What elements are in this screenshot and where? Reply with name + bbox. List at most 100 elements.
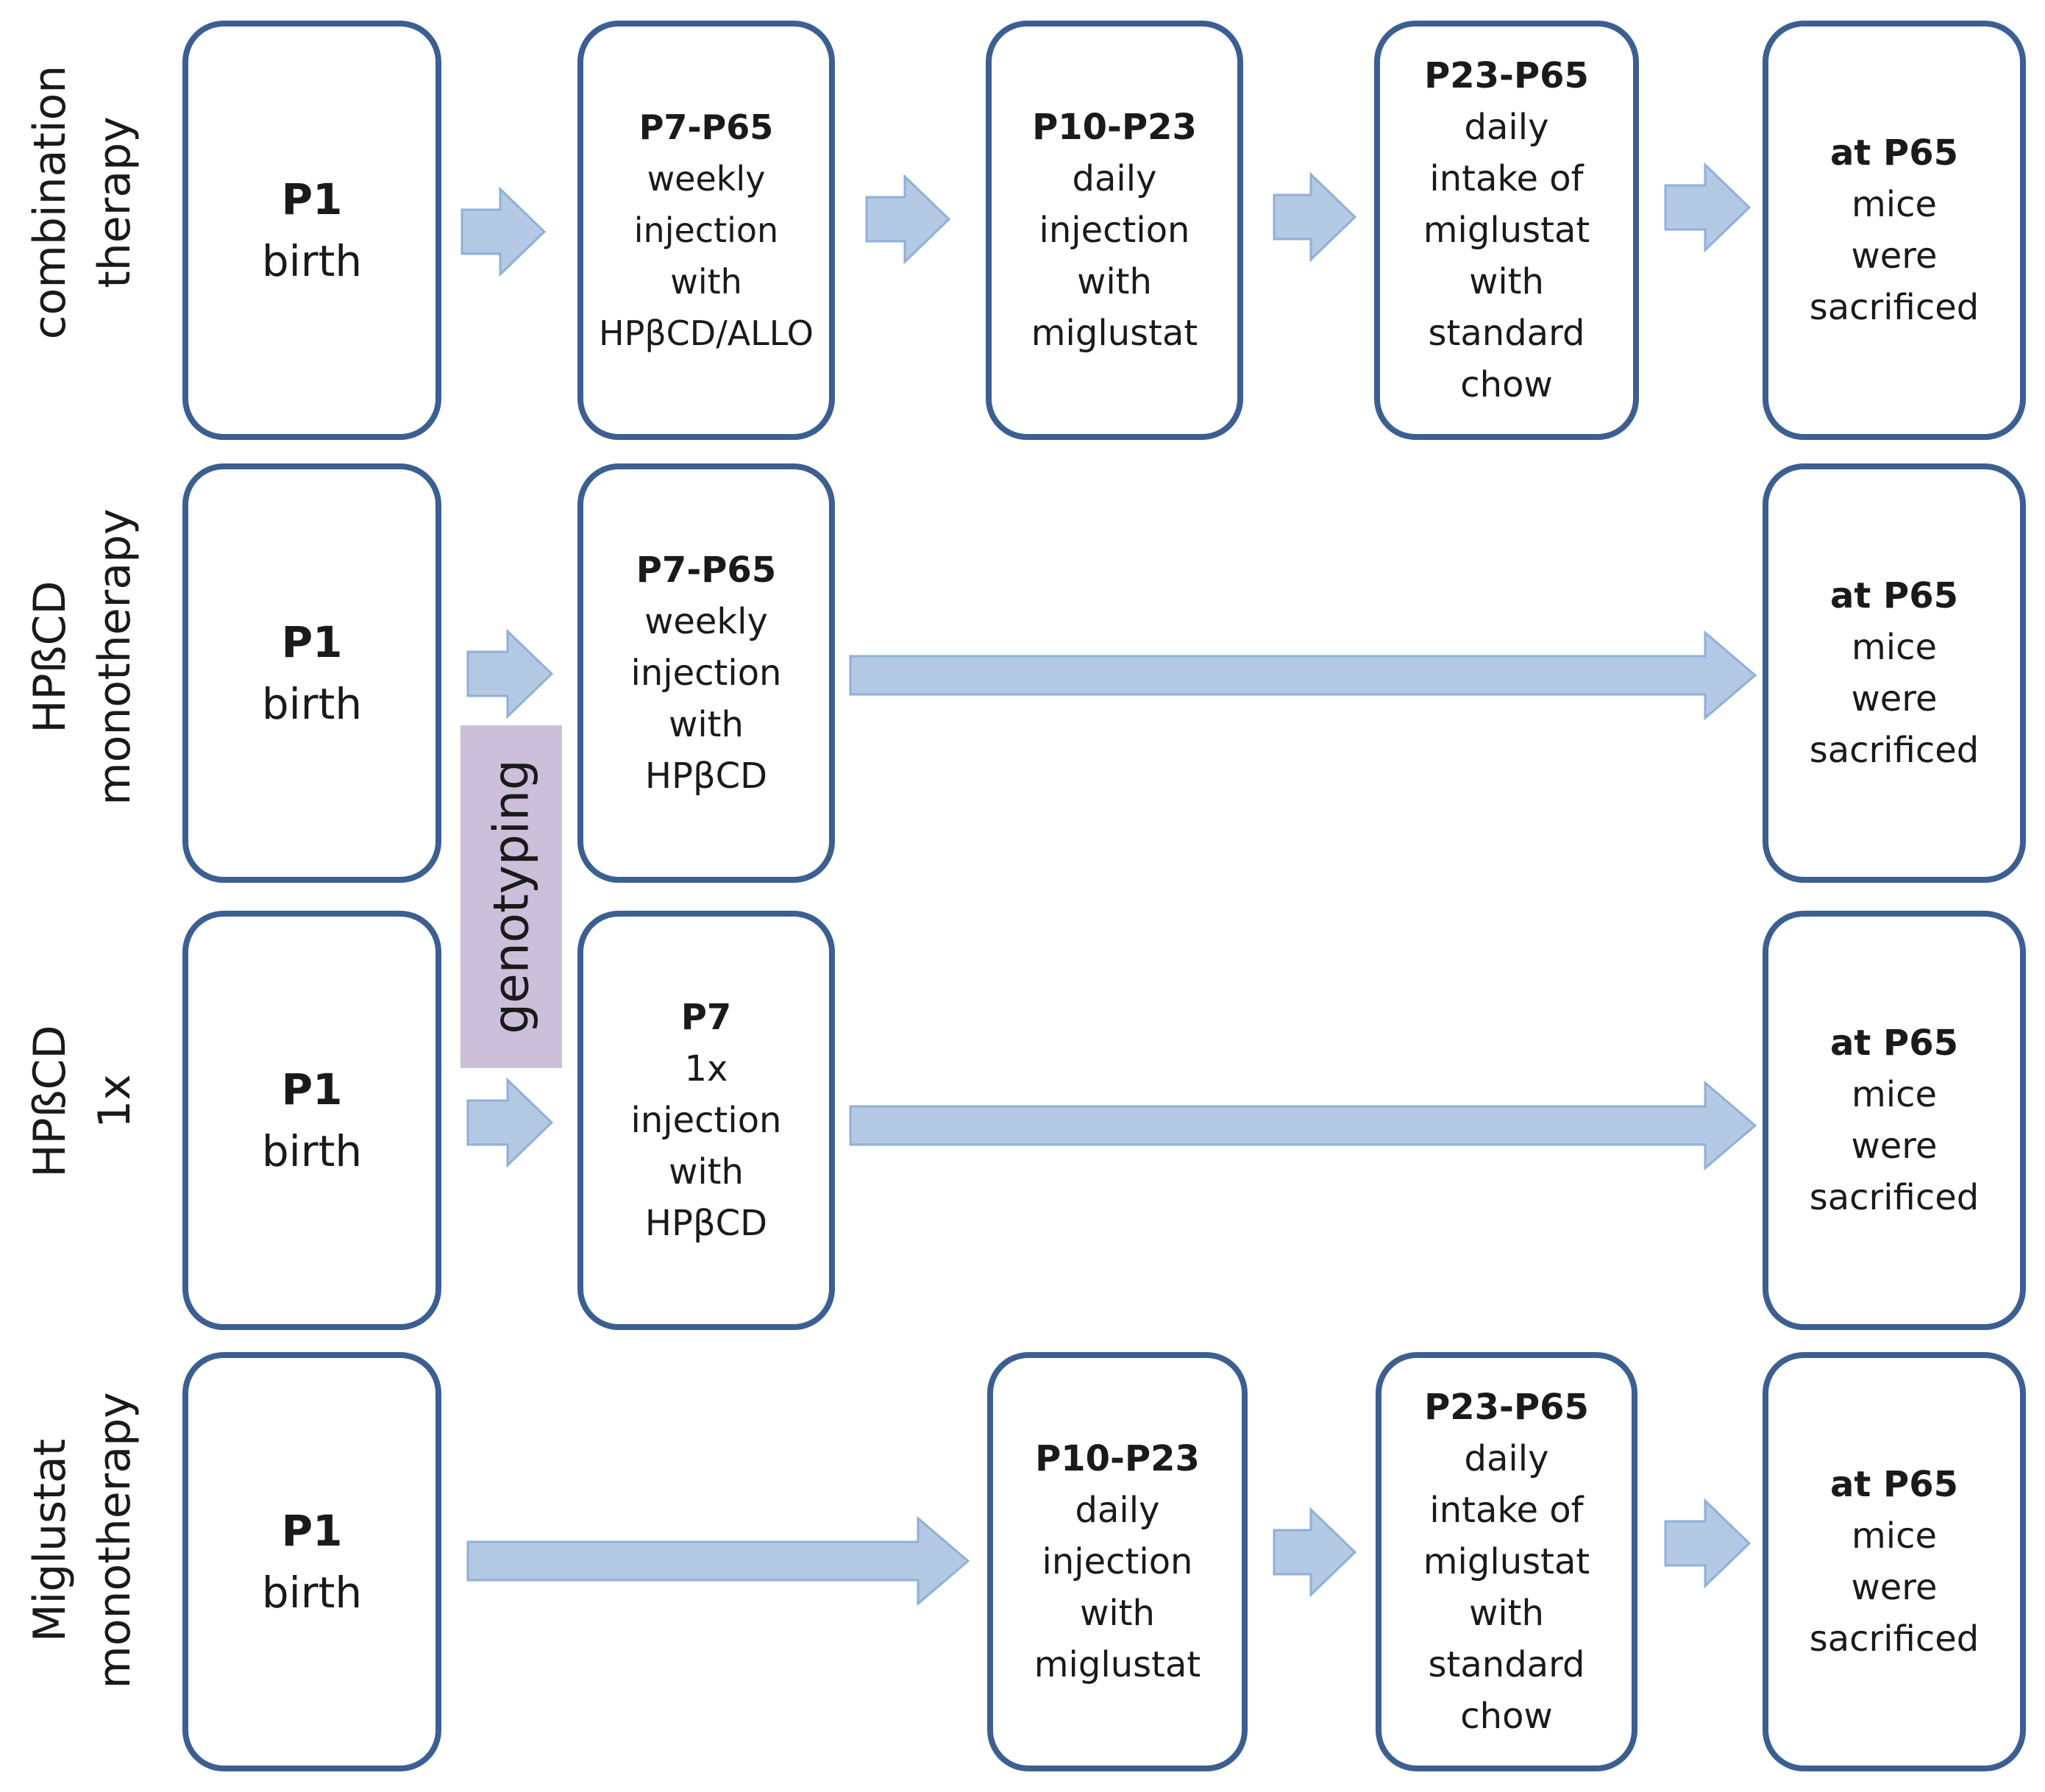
step-description-line: with [669,1151,744,1192]
arrow-shape [1664,1498,1751,1589]
step-period: P1 [281,1506,343,1556]
step-description-line: birth [261,1568,363,1618]
step-description-line: daily [1072,158,1157,199]
arrow-shape [849,1080,1757,1171]
step-description-line: miglustat [1423,210,1590,251]
arrow-shape [865,174,951,265]
step-description-line: with [1469,1593,1544,1634]
arrow-shape [460,186,547,277]
arrow-birth-to-weekly [460,186,547,277]
step-description-line: with [1469,261,1544,302]
arrow-intake-to-sacrifice-miglustat [1664,1498,1751,1589]
step-description-line: injection [633,210,779,250]
arrow-weekly-hpbcd-to-sacrifice [849,630,1757,721]
arrow-shape [1273,171,1357,263]
step-period: P7 [680,997,732,1038]
step-description-line: injection [630,653,782,694]
step-description-line: with [1077,261,1152,302]
step-period: P1 [281,1064,343,1114]
step-description-line: HPβCD/ALLO [598,313,814,353]
step-description-line: daily [1464,1438,1549,1479]
row-label-line: HPßCD [24,1025,76,1178]
arrow-single-injection-to-sacrifice [849,1080,1757,1171]
step-description-line: 1x [684,1048,728,1089]
step-description-line: intake of [1429,158,1584,199]
step-box-at-p65: at P65 mice were sacrificed [1763,911,2026,1330]
step-description-line: mice [1851,627,1937,668]
row-label-line: Miglustat [24,1438,76,1643]
step-period: P7-P65 [639,107,774,147]
step-box-at-p65: at P65 mice were sacrificed [1763,463,2026,883]
arrow-shape [849,630,1757,721]
step-period: P23-P65 [1424,1387,1589,1428]
row-label-line: monotherapy [89,1392,141,1689]
step-description-line: HPβCD [644,1203,768,1244]
arrow-birth-to-single-injection [466,1077,554,1168]
step-box-at-p65: at P65 mice were sacrificed [1763,21,2026,440]
step-box-at-p65: at P65 mice were sacrificed [1763,1352,2026,1771]
step-description-line: weekly [644,601,768,642]
arrow-intake-to-sacrifice [1664,162,1751,253]
step-description-line: mice [1851,184,1937,225]
step-description-line: were [1851,235,1938,277]
step-description-line: sacrificed [1809,287,1980,328]
step-description-line: sacrificed [1809,1177,1980,1218]
arrow-birth-to-weekly-hpbcd [466,628,554,719]
arrow-daily-injection-to-intake [1273,171,1357,263]
arrow-daily-injection-to-intake-miglustat [1273,1507,1357,1598]
step-description-line: birth [261,679,363,729]
step-description-line: were [1851,1126,1938,1167]
step-description-line: intake of [1429,1490,1584,1531]
step-period: P23-P65 [1424,55,1589,96]
step-description-line: mice [1851,1074,1937,1115]
step-description-line: with [670,262,742,302]
step-description-line: sacrificed [1809,1618,1980,1660]
row-label-line: therapy [89,116,141,288]
step-period: at P65 [1829,132,1959,174]
row-label-line: HPßCD [24,580,76,733]
step-period: at P65 [1829,1023,1959,1064]
step-description-line: miglustat [1423,1541,1590,1582]
step-period: P7-P65 [636,550,777,591]
genotyping-band: genotyping [460,725,562,1068]
row-label-line: combination [24,65,76,340]
step-description-line: were [1851,1567,1938,1608]
step-description-line: weekly [647,159,766,199]
step-description-line: injection [630,1100,782,1141]
step-description-line: daily [1075,1490,1160,1531]
step-description-line: standard [1428,313,1585,354]
step-description-line: miglustat [1034,1644,1201,1685]
step-box-p23-p65: P23-P65 daily intake of miglustat with standa… [1374,21,1639,440]
step-description-line: with [1080,1593,1155,1634]
step-description-line: sacrificed [1809,730,1980,771]
step-description-line: daily [1464,107,1549,148]
arrow-birth-to-daily-injection [466,1515,970,1607]
arrow-shape [1664,162,1751,253]
step-description-line: chow [1460,364,1553,405]
step-description-line: miglustat [1031,313,1198,354]
step-description-line: with [669,704,744,745]
step-period: at P65 [1829,575,1959,616]
step-period: at P65 [1829,1464,1959,1505]
row-label-line: 1x [89,1074,141,1128]
step-period: P10-P23 [1032,107,1197,148]
step-period: P10-P23 [1035,1438,1200,1479]
step-description-line: were [1851,678,1938,719]
arrow-shape [466,1515,970,1607]
step-description-line: injection [1042,1541,1193,1582]
arrow-shape [466,1077,554,1168]
step-description-line: mice [1851,1515,1937,1557]
arrow-weekly-to-daily-injection [865,174,951,265]
step-box-p10-p23: P10-P23 daily injection with miglustat [987,1352,1248,1771]
